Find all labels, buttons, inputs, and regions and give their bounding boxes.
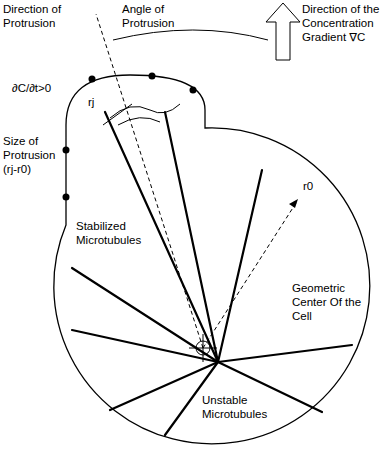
- protrusion-direction-line: [96, 14, 203, 348]
- radius-label: r0: [303, 180, 323, 194]
- direction-label: Direction of Protrusion: [3, 3, 83, 31]
- microtubule-tips: [110, 104, 180, 118]
- radius-label: rj: [88, 96, 102, 110]
- stabilized-label: Stabilized Microtubules: [76, 220, 154, 248]
- center-label: Geometric Center Of the Cell: [292, 282, 372, 323]
- cell-outline: [54, 75, 370, 444]
- microtubule-tips: [118, 118, 160, 125]
- radius-arrowhead: [289, 199, 298, 208]
- angle-arc: [113, 30, 268, 40]
- angle-label: Angle of Protrusion: [122, 3, 212, 31]
- size-label: Size of Protrusion (rj-r0): [3, 135, 63, 176]
- unstable-label: Unstable Microtubules: [202, 394, 282, 422]
- concentration-dots: [63, 73, 197, 201]
- rate-label: ∂C/∂t>0: [12, 82, 64, 96]
- gradient-arrow: [266, 3, 300, 60]
- gradient-label: Direction of the Concentration Gradient …: [302, 3, 382, 44]
- center-crosshair: [189, 334, 217, 362]
- microtubules: [72, 112, 352, 435]
